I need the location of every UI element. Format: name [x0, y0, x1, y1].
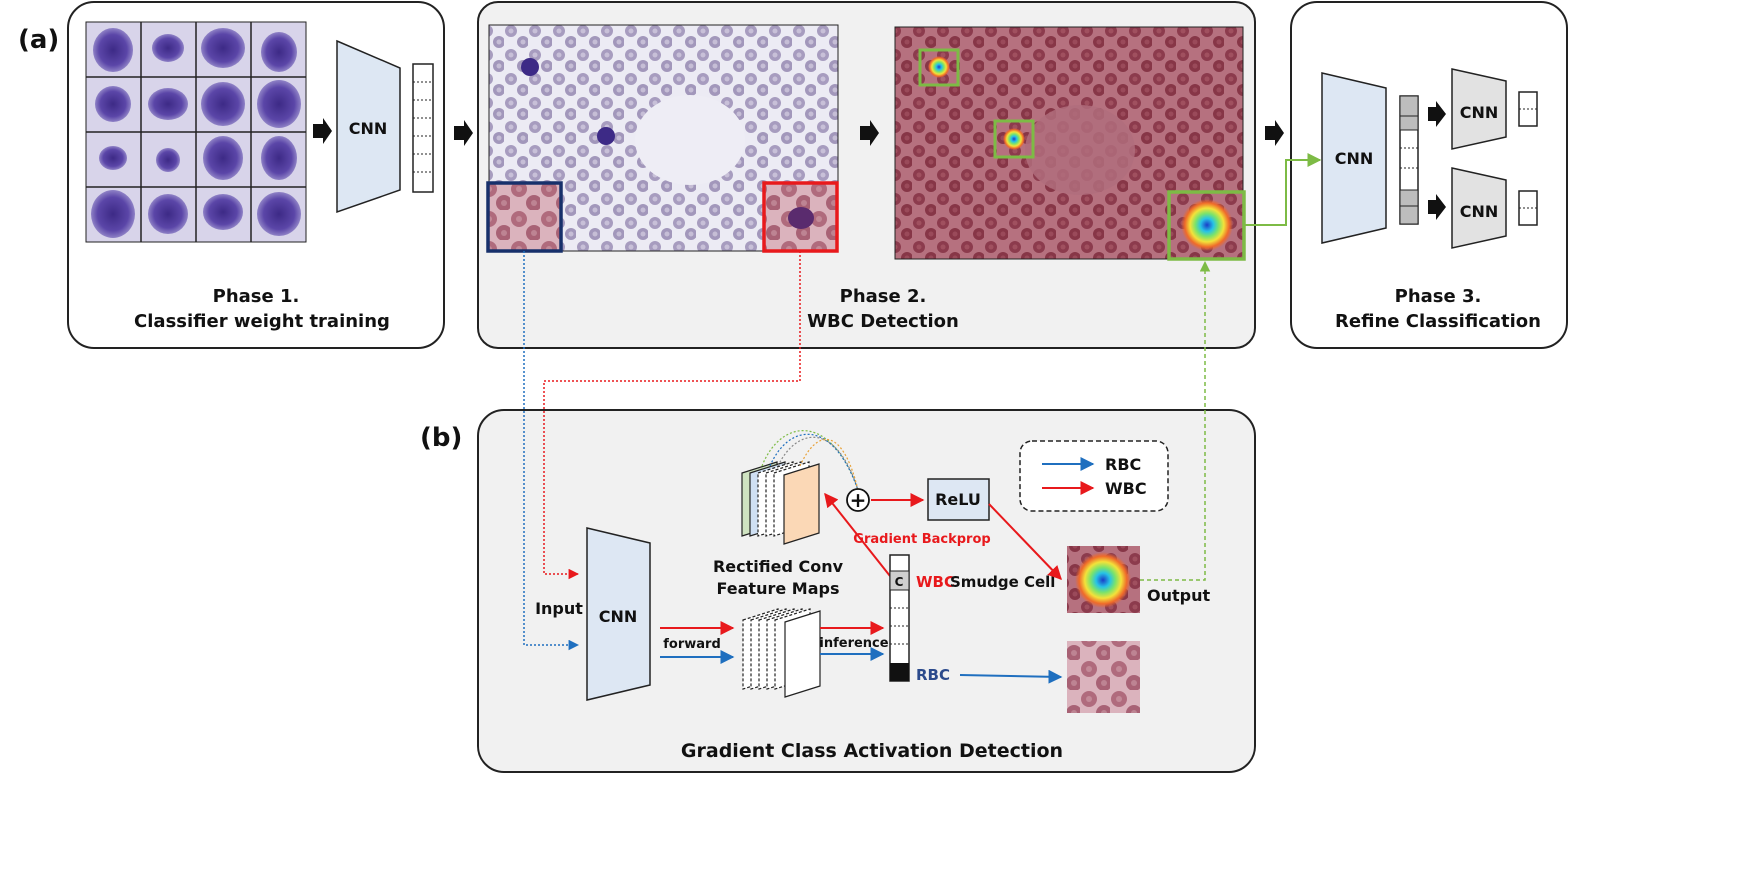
output-to-detection-connector — [1140, 260, 1211, 581]
conv-feature-maps — [742, 608, 821, 698]
gradient-backprop-arrow — [824, 492, 891, 577]
phase1-cnn-label: CNN — [349, 119, 388, 138]
phase3-cnn-block — [1321, 72, 1387, 244]
input-label: Input — [535, 599, 583, 618]
wbc-dotted-connector — [543, 251, 801, 580]
phase3-subtitle: Refine Classification — [1335, 311, 1541, 332]
gradcam-cnn-block — [586, 527, 651, 701]
relu-to-output-arrow — [988, 503, 1062, 581]
panel-b-label: (b) — [420, 423, 462, 453]
wbc-crop-box — [762, 181, 839, 253]
rectified-feature-maps — [741, 461, 820, 545]
wbc-heatmap-output — [1067, 546, 1140, 613]
phase3-cnn-bottom-block — [1451, 167, 1507, 249]
wbc-training-image-grid — [85, 21, 307, 243]
phase1-output-vector — [412, 63, 434, 193]
plus-symbol: + — [850, 488, 867, 512]
smudge-cell-label: Smudge Cell — [950, 573, 1055, 591]
legend: RBC WBC — [1019, 440, 1169, 512]
output-label: Output — [1147, 586, 1210, 605]
arrow-right-icon — [1428, 101, 1446, 127]
forward-label: forward — [663, 637, 721, 652]
detection-to-refine-connector — [1244, 153, 1322, 226]
rbc-class-label: RBC — [916, 666, 950, 684]
phase3-cnn-bottom-label: CNN — [1460, 202, 1499, 221]
relu-label: ReLU — [935, 490, 981, 509]
rbc-crop-box — [486, 181, 563, 253]
phase3-cnn-top-block — [1451, 68, 1507, 150]
phase1-cnn-block — [336, 39, 401, 214]
feature-maps-label-line1: Rectified Conv — [713, 557, 844, 576]
legend-rbc-label: RBC — [1105, 455, 1141, 474]
detection-box-1 — [918, 48, 960, 87]
feature-maps-label-line2: Feature Maps — [717, 579, 840, 598]
rbc-output-image — [1067, 641, 1140, 713]
class-c-label: C — [895, 575, 904, 589]
phase3-title: Phase 3. — [1395, 286, 1482, 307]
phase1-title: Phase 1. — [213, 286, 300, 307]
phase2-title: Phase 2. — [840, 286, 927, 307]
rbc-dotted-connector — [523, 251, 580, 651]
arrow-right-icon — [1428, 194, 1446, 220]
arrow-right-icon — [454, 120, 473, 146]
relu-block — [927, 478, 990, 521]
panel-b-title: Gradient Class Activation Detection — [681, 740, 1063, 762]
class-score-vector — [889, 554, 910, 682]
wbc-class-label: WBC — [916, 573, 955, 591]
arrow-right-icon — [860, 120, 879, 146]
sum-node — [846, 488, 870, 512]
heatmap-detection-image — [894, 26, 1246, 261]
arrow-right-icon — [1265, 120, 1284, 146]
inference-label: inference — [819, 636, 888, 651]
weight-arcs — [761, 430, 859, 491]
rbc-to-output-arrow — [959, 669, 1063, 684]
arrow-right-icon — [313, 118, 332, 144]
phase1-subtitle: Classifier weight training — [134, 311, 390, 332]
gradient-backprop-label: Gradient Backprop — [853, 532, 990, 547]
detection-box-2 — [993, 119, 1035, 159]
phase3-cnn-top-label: CNN — [1460, 103, 1499, 122]
panel-a-label: (a) — [18, 25, 59, 55]
phase3-cnn-label: CNN — [1335, 149, 1374, 168]
gradcam-cnn-label: CNN — [599, 607, 638, 626]
phase2-subtitle: WBC Detection — [807, 311, 959, 332]
legend-wbc-label: WBC — [1105, 479, 1147, 498]
phase3-feature-vector — [1399, 95, 1419, 225]
